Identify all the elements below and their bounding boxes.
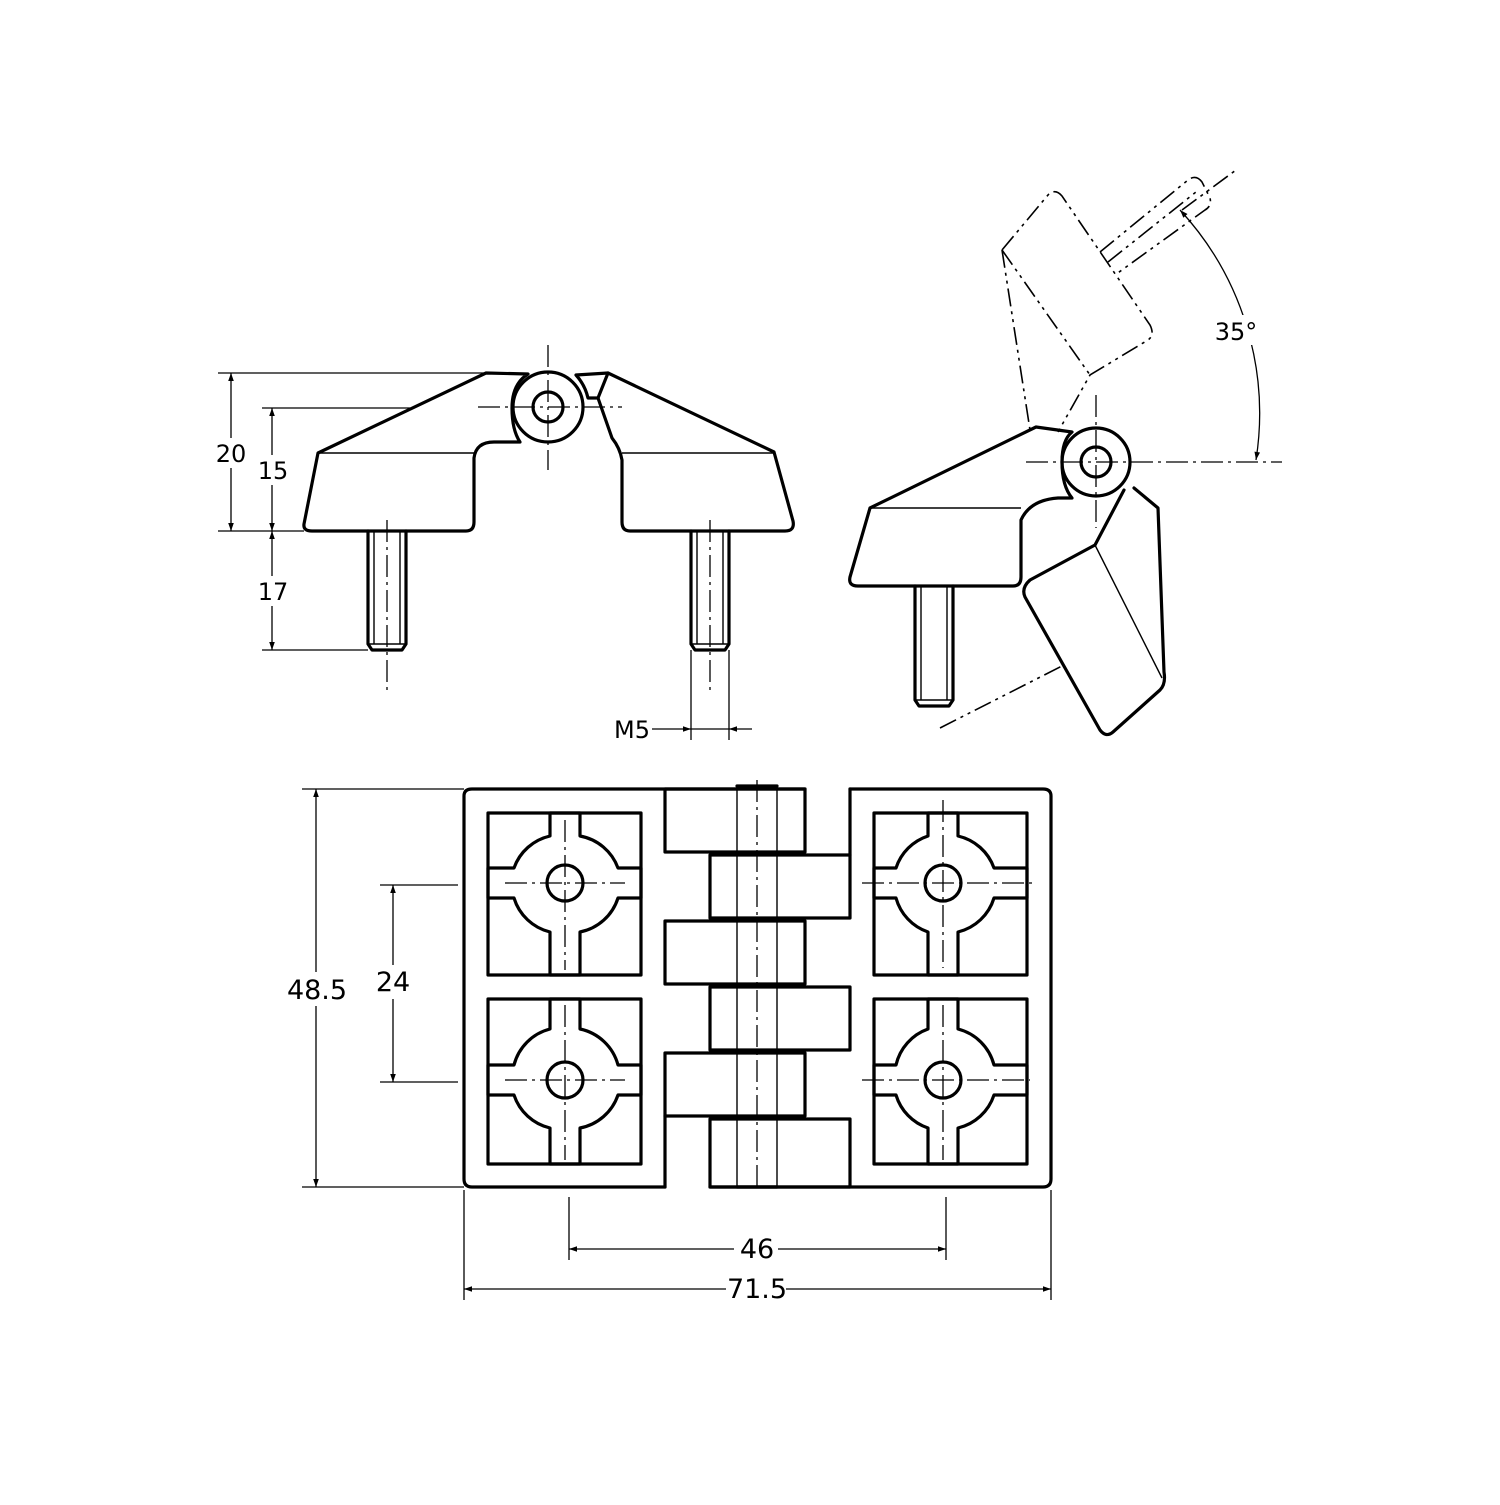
front-left-stud	[366, 520, 408, 692]
dim-label-overall-width: 71.5	[727, 1274, 787, 1305]
hole-bottom-left	[486, 997, 643, 1166]
dim-label-hole-pitch-horizontal: 46	[740, 1234, 774, 1265]
side-view: 35°	[848, 169, 1282, 737]
dim-hole-pitch-vertical: 24	[374, 884, 458, 1083]
front-view: 20 15 17 M5	[214, 345, 795, 744]
front-right-leaf-edge	[596, 371, 610, 400]
dim-open-angle: 35°	[1179, 209, 1261, 461]
dim-label-open-angle: 35°	[1215, 318, 1258, 346]
top-view: 48.5 24 46 71.5	[287, 780, 1053, 1305]
top-knuckles	[663, 787, 852, 1189]
dim-label-stud-length: 17	[258, 578, 289, 606]
dim-label-height-pivot: 15	[258, 457, 289, 485]
front-left-leaf	[302, 371, 530, 533]
side-left-stud	[913, 584, 955, 708]
dim-hole-pitch-horizontal: 46	[568, 1197, 947, 1265]
dim-label-thread: M5	[614, 716, 650, 744]
dim-thread: M5	[614, 650, 752, 744]
dim-stud-length: 17	[256, 531, 368, 651]
hole-top-left	[486, 811, 643, 977]
dim-overall-height: 48.5	[287, 788, 464, 1188]
front-right-stud	[689, 520, 731, 692]
hole-bottom-right	[862, 997, 1030, 1166]
dim-label-height-total: 20	[216, 440, 247, 468]
dim-height-total: 20	[214, 372, 486, 532]
top-outline	[462, 787, 1053, 1189]
side-left-leaf	[848, 425, 1074, 588]
dim-label-overall-height: 48.5	[287, 975, 347, 1006]
dim-height-pivot: 15	[256, 407, 410, 531]
side-rotated-leaf-chamfer	[1094, 544, 1163, 679]
dim-overall-width: 71.5	[463, 1190, 1052, 1305]
hole-top-right	[862, 800, 1034, 977]
side-rotated-leaf	[1022, 486, 1167, 737]
side-phantom-leaf	[939, 169, 1237, 729]
top-pin	[735, 780, 779, 1192]
front-right-leaf	[574, 371, 795, 533]
dim-label-hole-pitch-vertical: 24	[376, 967, 410, 998]
